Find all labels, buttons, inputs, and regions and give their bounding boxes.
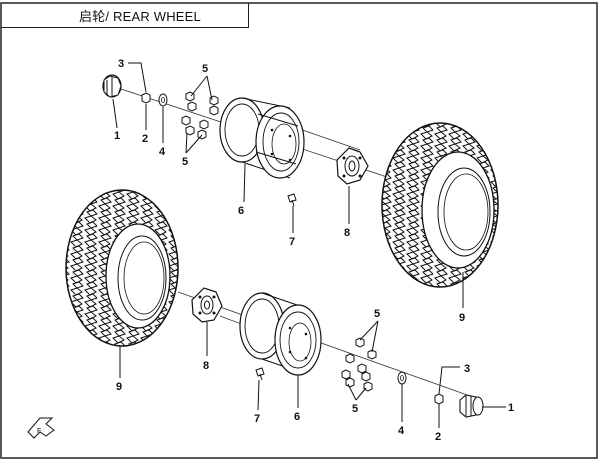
callout-6-lower: 6 xyxy=(294,411,300,423)
lower-axis xyxy=(177,291,471,397)
page-title: 启轮/ REAR WHEEL xyxy=(79,8,201,24)
callout-5b-upper: 5 xyxy=(182,156,188,168)
callout-8-lower: 8 xyxy=(203,360,209,372)
upper-lug-nuts xyxy=(181,91,219,140)
lower-tire xyxy=(65,189,179,347)
upper-wheel-hub xyxy=(336,147,369,185)
callout-3-upper: 3 xyxy=(118,58,124,70)
callout-6-upper: 6 xyxy=(238,205,244,217)
lower-lock-washer xyxy=(434,393,444,405)
upper-callouts: 3 1 2 4 5 5 6 7 8 9 xyxy=(112,58,465,324)
callout-5-upper: 5 xyxy=(202,63,208,75)
front-direction-icon: F xyxy=(27,417,55,439)
callout-9-upper: 9 xyxy=(459,312,465,324)
lower-flat-washer xyxy=(397,371,407,385)
callout-2-lower: 2 xyxy=(435,431,441,443)
lower-callouts: 9 8 5 5 3 1 7 6 4 2 xyxy=(116,308,514,443)
lower-cap-nut xyxy=(459,394,484,418)
callout-7-upper: 7 xyxy=(289,236,295,248)
lower-rim xyxy=(239,292,322,376)
callout-7-lower: 7 xyxy=(254,413,260,425)
callout-5b-lower: 5 xyxy=(352,403,358,415)
lower-lug-nuts xyxy=(341,337,377,392)
callout-9-lower: 9 xyxy=(116,381,122,393)
callout-8-upper: 8 xyxy=(344,227,350,239)
upper-cap-nut xyxy=(102,74,122,98)
lower-wheel-hub xyxy=(191,287,223,323)
upper-rim xyxy=(219,97,305,179)
front-indicator-label: F xyxy=(37,428,41,435)
callout-5-lower: 5 xyxy=(374,308,380,320)
upper-flat-washer xyxy=(158,93,168,107)
callout-1-upper: 1 xyxy=(114,130,120,142)
title-box: 启轮/ REAR WHEEL xyxy=(1,3,249,28)
upper-lock-washer xyxy=(141,92,151,104)
upper-tire xyxy=(381,122,499,288)
callout-2-upper: 2 xyxy=(142,133,148,145)
callout-3-lower: 3 xyxy=(464,363,470,375)
callout-4-lower: 4 xyxy=(398,425,405,437)
lower-valve-stem xyxy=(255,367,265,381)
upper-valve-stem xyxy=(287,193,297,207)
callout-4-upper: 4 xyxy=(159,146,166,158)
callout-1-lower: 1 xyxy=(508,402,514,414)
